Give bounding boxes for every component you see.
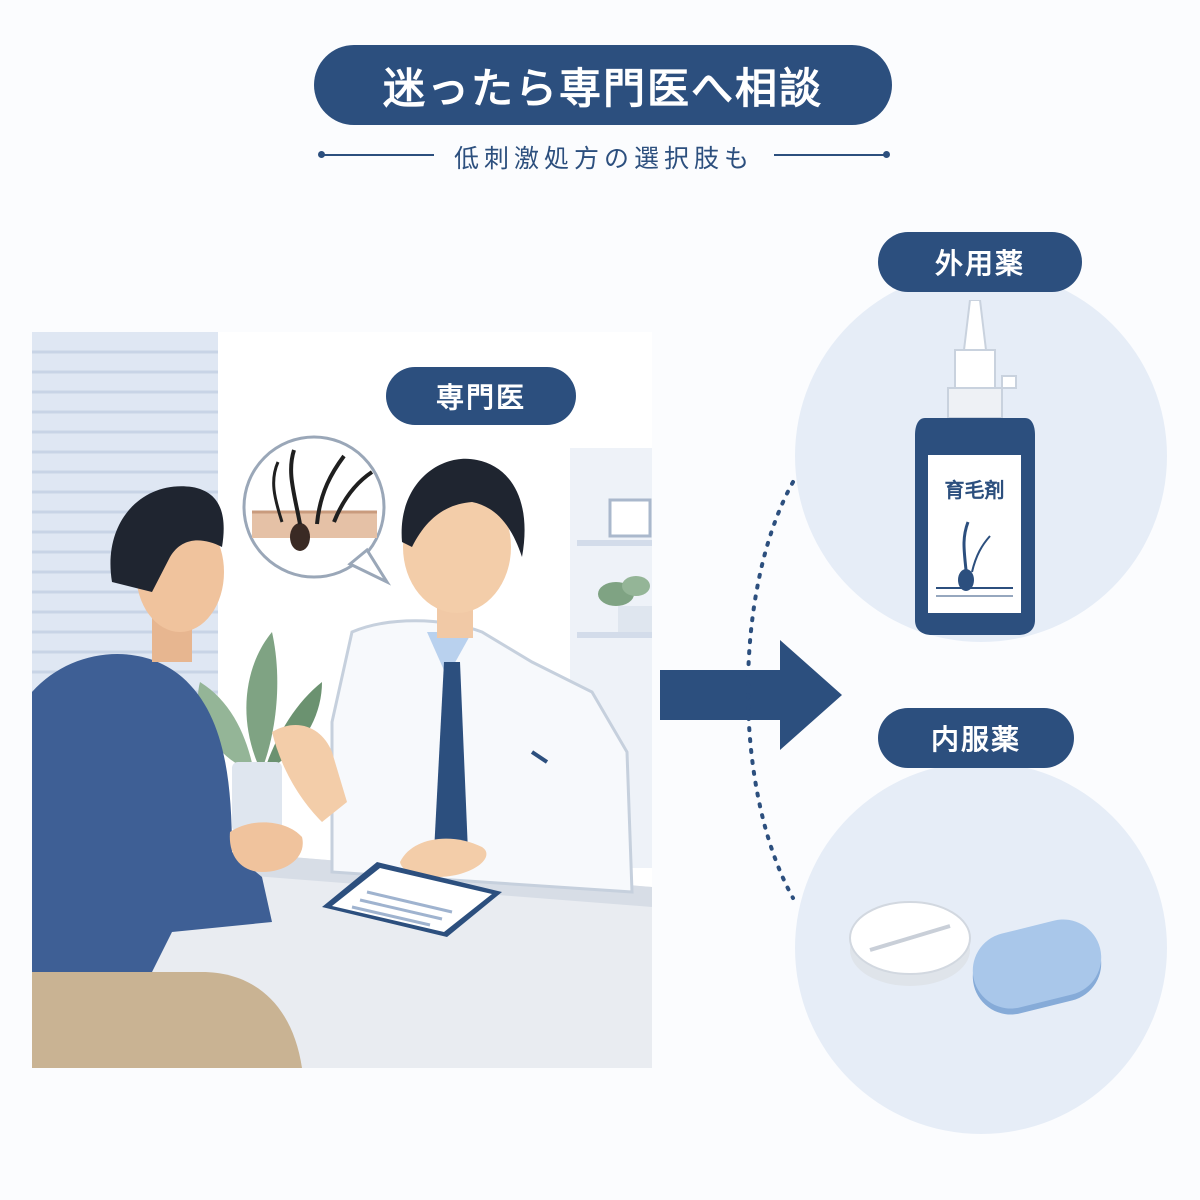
title-banner: 迷ったら専門医へ相談 <box>314 45 892 125</box>
consultation-illustration <box>32 332 652 1068</box>
clipboard <box>322 862 502 937</box>
rule-line-right <box>774 154 884 156</box>
rule-dot-left <box>318 151 325 158</box>
dotted-connector <box>746 480 795 900</box>
hair-follicle-icon <box>936 521 1013 597</box>
specialist-label: 専門医 <box>435 381 526 414</box>
topical-medicine-badge: 外用薬 <box>878 232 1082 292</box>
patient-figure <box>32 486 303 1068</box>
hair-tonic-bottle: 育毛剤 <box>915 300 1035 635</box>
title-text: 迷ったら専門医へ相談 <box>382 63 823 113</box>
tablets-illustration <box>849 901 1102 1015</box>
oral-medicine-label: 内服薬 <box>930 723 1021 756</box>
blue-capsule-icon <box>972 919 1102 1015</box>
bottle-label: 育毛剤 <box>945 478 1005 502</box>
oral-medicine-badge: 内服薬 <box>878 708 1074 768</box>
rule-line-left <box>324 154 434 156</box>
white-tablet-icon <box>849 901 971 986</box>
rule-dot-right <box>883 151 890 158</box>
specialist-badge: 専門医 <box>386 367 576 425</box>
subtitle-row: 低刺激処方の選択肢も <box>318 136 890 176</box>
speech-bubble <box>242 435 392 586</box>
topical-medicine-label: 外用薬 <box>934 247 1025 280</box>
doctor-figure <box>272 458 634 894</box>
arrow-right-icon <box>660 640 842 750</box>
subtitle-text: 低刺激処方の選択肢も <box>453 144 754 173</box>
